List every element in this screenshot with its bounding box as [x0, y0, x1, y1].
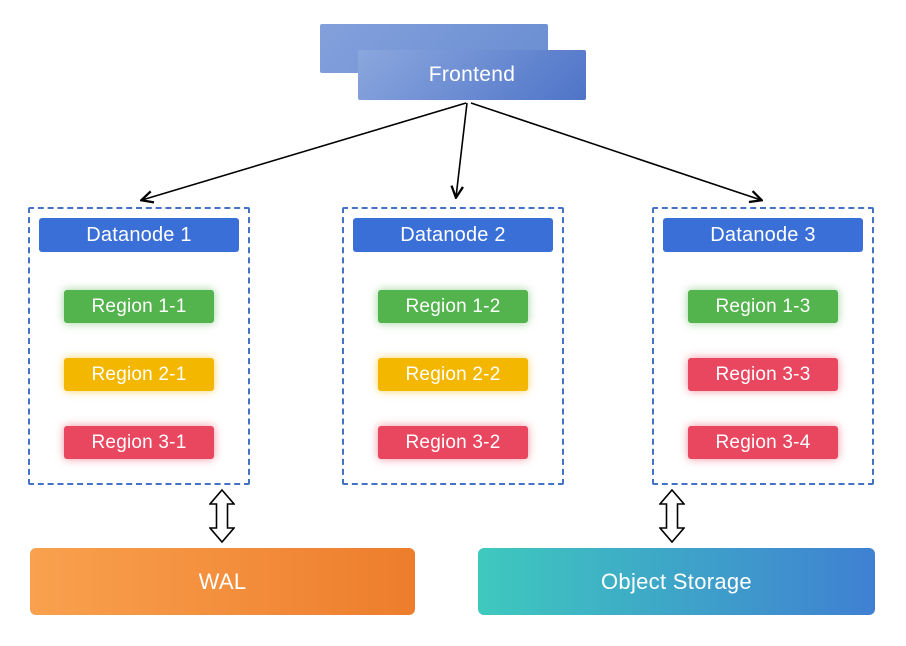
datanode-header-label: Datanode 1 — [86, 223, 192, 246]
datanode-1-header: Datanode 1 — [39, 218, 239, 252]
object-storage-box: Object Storage — [478, 548, 875, 615]
bidirectional-arrow-object-storage-icon — [659, 488, 685, 544]
region-badge: Region 3-2 — [378, 426, 528, 459]
datanode-header-label: Datanode 3 — [710, 223, 816, 246]
datanode-3-header: Datanode 3 — [663, 218, 863, 252]
region-label: Region 3-1 — [91, 431, 187, 453]
region-badge: Region 2-2 — [378, 358, 528, 391]
region-label: Region 1-1 — [91, 295, 187, 317]
region-label: Region 3-3 — [715, 363, 811, 385]
region-label: Region 2-2 — [405, 363, 501, 385]
datanode-1-panel: Datanode 1 Region 1-1 Region 2-1 Region … — [28, 207, 250, 485]
region-badge: Region 3-4 — [688, 426, 838, 459]
region-badge: Region 3-3 — [688, 358, 838, 391]
region-badge: Region 2-1 — [64, 358, 214, 391]
wal-label: WAL — [198, 568, 247, 594]
wal-box: WAL — [30, 548, 415, 615]
frontend-label: Frontend — [428, 63, 516, 86]
arrow-frontend-to-datanode-1 — [142, 102, 467, 200]
datanode-header-label: Datanode 2 — [400, 223, 506, 246]
region-badge: Region 1-2 — [378, 290, 528, 323]
region-label: Region 3-2 — [405, 431, 501, 453]
datanode-2-header: Datanode 2 — [353, 218, 553, 252]
arrow-frontend-to-datanode-2 — [456, 102, 468, 197]
region-label: Region 3-4 — [715, 431, 811, 453]
datanode-2-panel: Datanode 2 Region 1-2 Region 2-2 Region … — [342, 207, 564, 485]
region-badge: Region 1-3 — [688, 290, 838, 323]
region-label: Region 1-3 — [715, 295, 811, 317]
frontend-box: Frontend — [358, 50, 586, 100]
region-badge: Region 1-1 — [64, 290, 214, 323]
object-storage-label: Object Storage — [601, 568, 752, 594]
bidirectional-arrow-wal-icon — [209, 488, 235, 544]
region-badge: Region 3-1 — [64, 426, 214, 459]
datanode-3-panel: Datanode 3 Region 1-3 Region 3-3 Region … — [652, 207, 874, 485]
arrow-frontend-to-datanode-3 — [470, 102, 761, 200]
region-label: Region 2-1 — [91, 363, 187, 385]
region-label: Region 1-2 — [405, 295, 501, 317]
